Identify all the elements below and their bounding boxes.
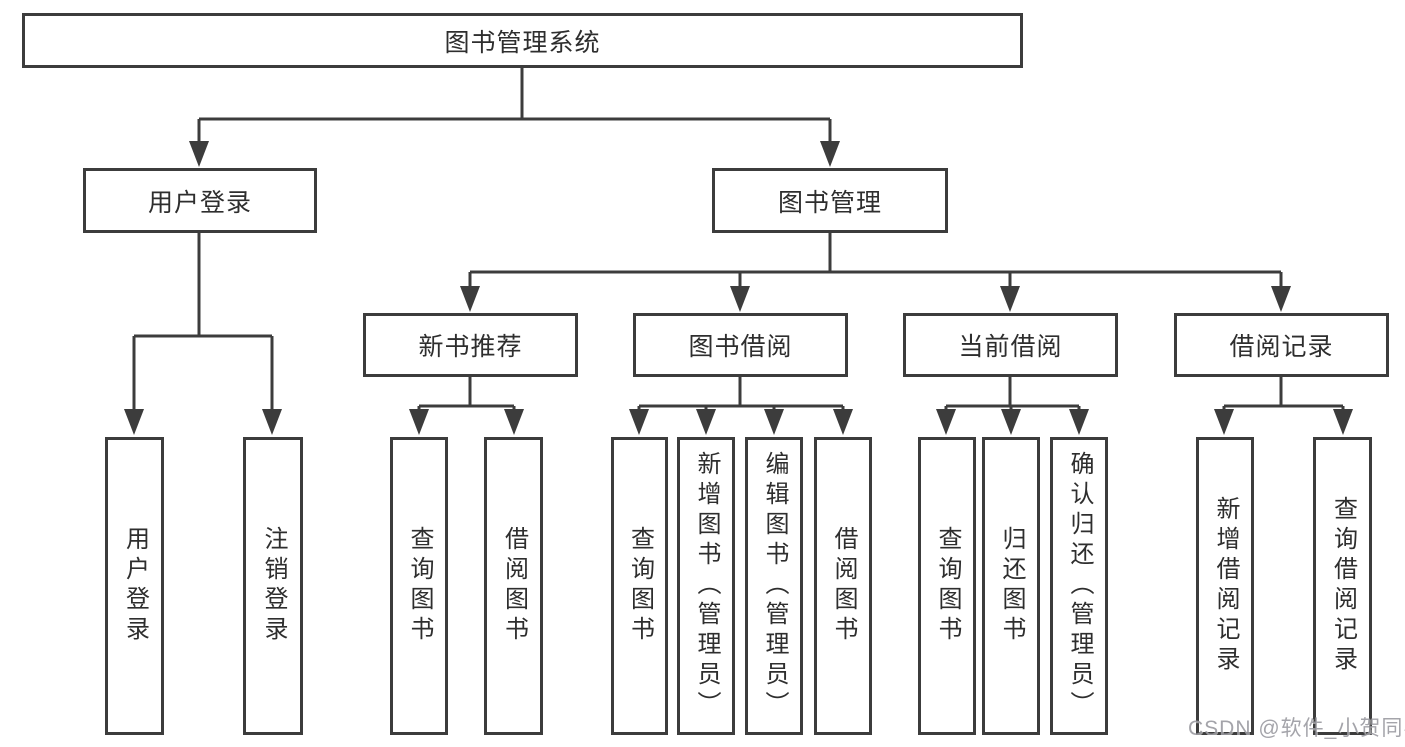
node-borrow-record: 借阅记录 xyxy=(1174,313,1389,377)
leaf-edit-book-admin: 编辑图书（管理员） xyxy=(745,437,803,735)
connector-borrow-children xyxy=(637,377,845,412)
leaf-query-book-3: 查询图书 xyxy=(918,437,976,735)
leaf-add-borrow-record: 新增借阅记录 xyxy=(1196,437,1254,735)
leaf-query-book-2: 查询图书 xyxy=(611,437,668,735)
node-borrow-record-label: 借阅记录 xyxy=(1229,333,1334,361)
leaf-logout-label: 注销登录 xyxy=(260,526,287,646)
leaf-add-book-admin: 新增图书（管理员） xyxy=(677,437,735,735)
connector-mgmt-to-level3 xyxy=(468,233,1283,290)
node-new-book-recommend-label: 新书推荐 xyxy=(418,333,523,361)
leaf-logout: 注销登录 xyxy=(243,437,303,735)
leaf-query-book-2-label: 查询图书 xyxy=(626,526,654,646)
connector-login-children xyxy=(132,233,274,412)
node-library-system-label: 图书管理系统 xyxy=(444,28,601,57)
node-book-management: 图书管理 xyxy=(712,168,948,233)
node-library-system: 图书管理系统 xyxy=(22,13,1023,68)
leaf-borrow-book-2-label: 借阅图书 xyxy=(830,526,857,646)
leaf-add-borrow-record-label: 新增借阅记录 xyxy=(1212,496,1239,676)
leaf-confirm-return-admin: 确认归还（管理员） xyxy=(1050,437,1108,735)
leaf-edit-book-admin-label: 编辑图书（管理员） xyxy=(761,451,788,721)
leaf-query-book-1: 查询图书 xyxy=(390,437,448,735)
arrowheads xyxy=(124,141,1353,435)
csdn-watermark: CSDN @软件_小贺同学 xyxy=(1188,717,1405,740)
leaf-query-book-3-label: 查询图书 xyxy=(934,526,961,646)
connector-record-children xyxy=(1222,377,1345,412)
leaf-user-login-label: 用户登录 xyxy=(121,526,149,646)
node-new-book-recommend: 新书推荐 xyxy=(363,313,578,377)
node-book-management-label: 图书管理 xyxy=(777,188,882,217)
leaf-user-login: 用户登录 xyxy=(105,437,164,735)
connector-root-to-level2 xyxy=(197,66,832,145)
leaf-add-book-admin-label: 新增图书（管理员） xyxy=(693,451,720,721)
node-user-login-label: 用户登录 xyxy=(147,188,252,217)
connector-newbook-children xyxy=(417,377,516,412)
node-user-login: 用户登录 xyxy=(83,168,317,233)
leaf-borrow-book-1: 借阅图书 xyxy=(484,437,543,735)
node-current-borrow: 当前借阅 xyxy=(903,313,1118,377)
node-current-borrow-label: 当前借阅 xyxy=(958,333,1063,361)
leaf-return-book-label: 归还图书 xyxy=(998,526,1025,646)
leaf-query-book-1-label: 查询图书 xyxy=(406,526,433,646)
leaf-return-book: 归还图书 xyxy=(982,437,1040,735)
leaf-confirm-return-admin-label: 确认归还（管理员） xyxy=(1066,451,1093,721)
connector-current-children xyxy=(944,377,1081,412)
leaf-borrow-book-2: 借阅图书 xyxy=(814,437,872,735)
node-book-borrow: 图书借阅 xyxy=(633,313,848,377)
leaf-query-borrow-record-label: 查询借阅记录 xyxy=(1329,496,1357,676)
leaf-query-borrow-record: 查询借阅记录 xyxy=(1313,437,1372,735)
leaf-borrow-book-1-label: 借阅图书 xyxy=(500,526,528,646)
node-book-borrow-label: 图书借阅 xyxy=(688,333,793,361)
